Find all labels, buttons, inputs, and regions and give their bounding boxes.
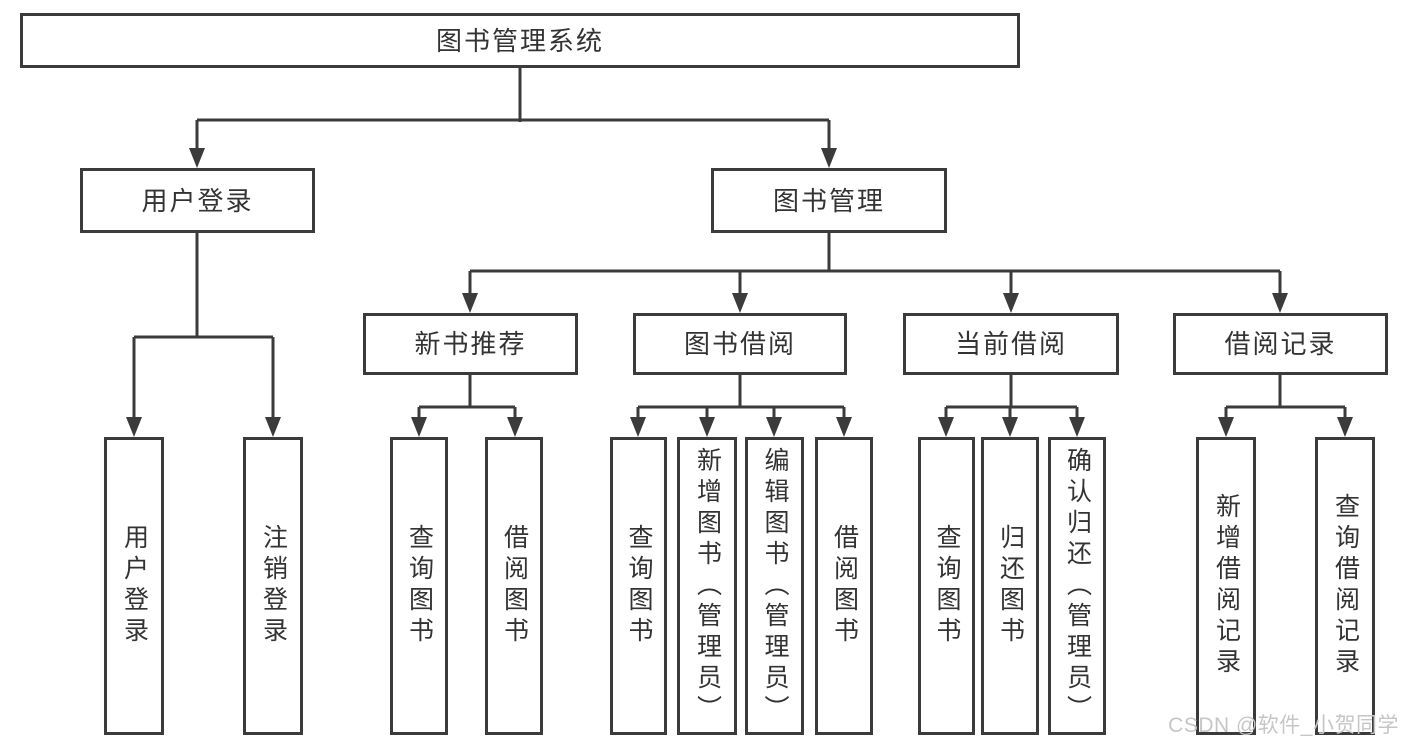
node-book-borrow: 图书借阅 — [633, 313, 847, 375]
leaf-borrow-books-recommend: 借阅图书 — [485, 437, 543, 735]
arrowheads — [126, 148, 1353, 437]
node-root-system: 图书管理系统 — [20, 13, 1020, 68]
leaf-label: 用户登录 — [120, 524, 149, 648]
leaf-query-books-borrow: 查询图书 — [610, 437, 667, 735]
node-new-book-recommend: 新书推荐 — [363, 313, 578, 375]
node-user-login-branch: 用户登录 — [80, 168, 315, 233]
leaf-borrow-books: 借阅图书 — [815, 437, 873, 735]
leaf-add-books-admin: 新增图书（管理员） — [677, 437, 737, 735]
leaf-label: 新增图书（管理员） — [693, 446, 722, 726]
leaf-label: 借阅图书 — [500, 524, 529, 648]
leaf-label: 借阅图书 — [830, 524, 859, 648]
leaf-label: 归还图书 — [996, 524, 1025, 648]
leaf-query-books-current: 查询图书 — [918, 437, 975, 735]
leaf-logout: 注销登录 — [243, 437, 303, 735]
leaf-add-borrow-record: 新增借阅记录 — [1196, 437, 1256, 735]
leaf-label: 编辑图书（管理员） — [761, 446, 789, 726]
leaf-query-books-recommend: 查询图书 — [390, 437, 448, 735]
node-book-management-branch: 图书管理 — [711, 168, 947, 233]
leaf-query-borrow-record: 查询借阅记录 — [1315, 437, 1375, 735]
leaf-label: 查询图书 — [933, 524, 961, 648]
csdn-watermark: CSDN @软件_小贺同学 — [1168, 714, 1399, 737]
node-current-borrow: 当前借阅 — [903, 313, 1119, 375]
leaf-confirm-return-admin: 确认归还（管理员） — [1048, 437, 1106, 735]
node-borrow-records: 借阅记录 — [1173, 313, 1388, 375]
leaf-label: 查询图书 — [405, 524, 434, 648]
leaf-label: 注销登录 — [259, 524, 288, 648]
leaf-edit-books-admin: 编辑图书（管理员） — [745, 437, 804, 735]
leaf-user-login: 用户登录 — [104, 437, 164, 735]
leaf-label: 确认归还（管理员） — [1063, 446, 1092, 726]
leaf-label: 查询借阅记录 — [1331, 493, 1360, 679]
leaf-label: 查询图书 — [625, 524, 653, 648]
leaf-label: 新增借阅记录 — [1212, 493, 1241, 679]
leaf-return-books: 归还图书 — [981, 437, 1039, 735]
